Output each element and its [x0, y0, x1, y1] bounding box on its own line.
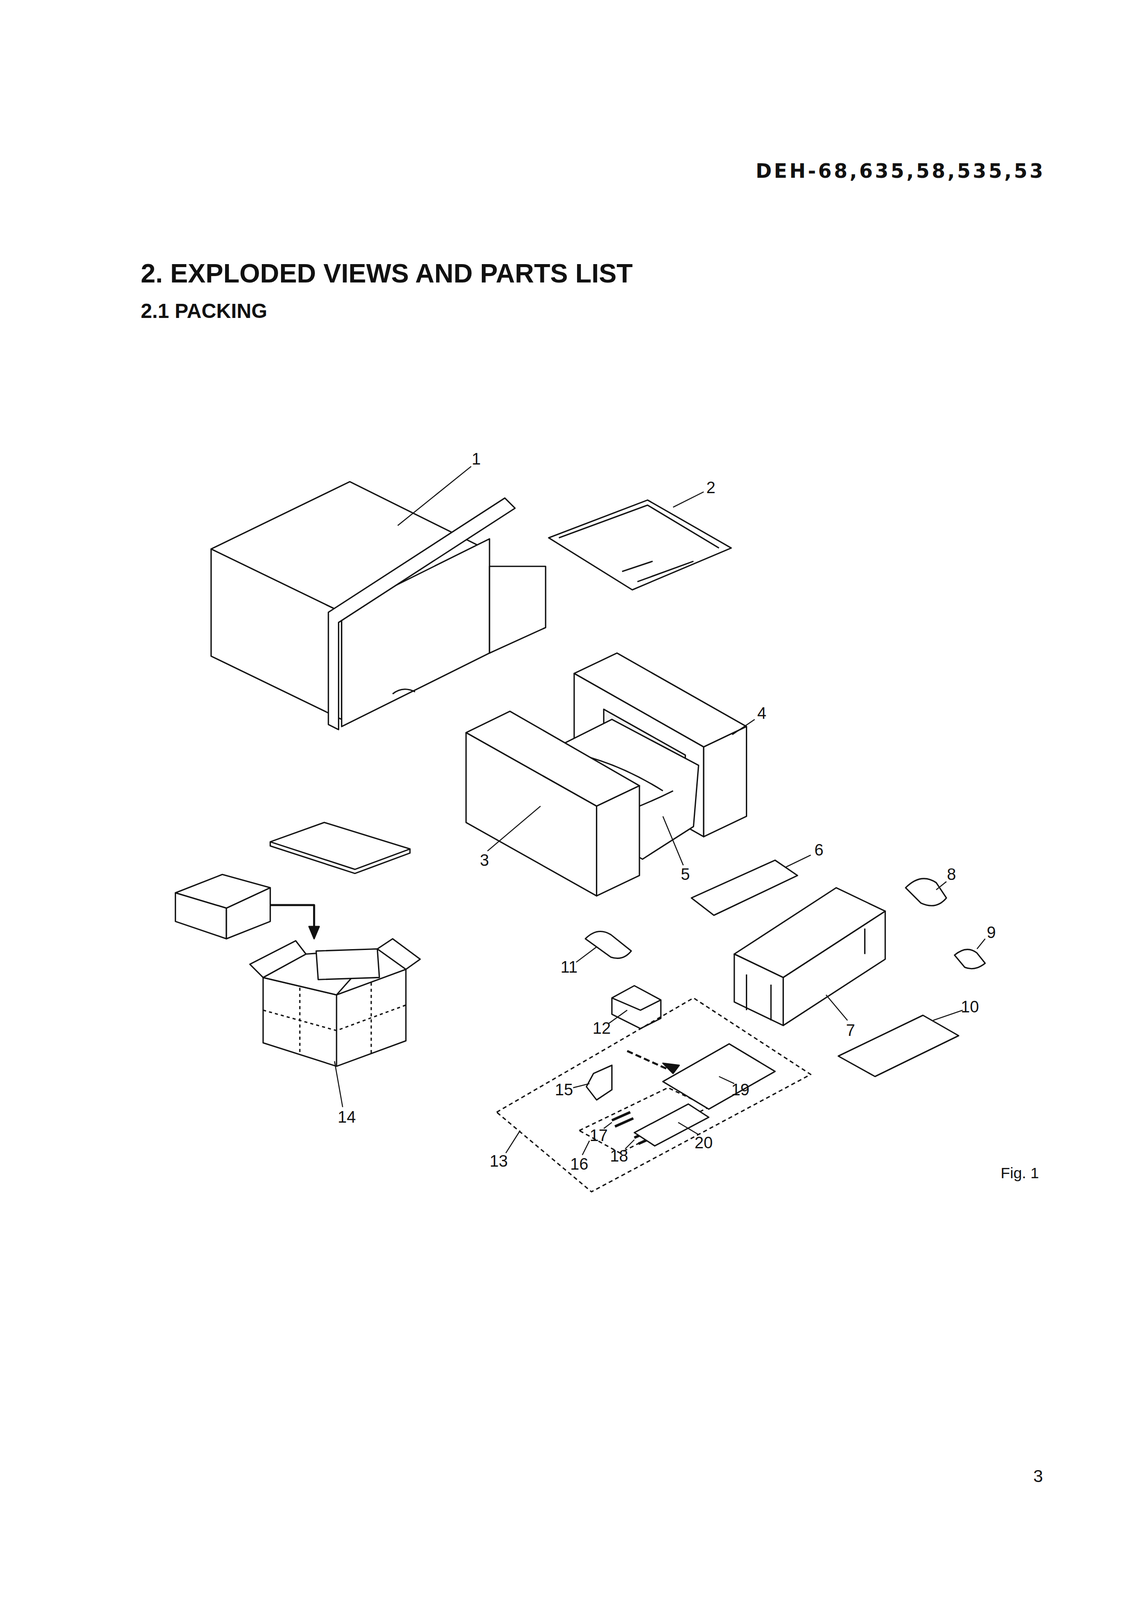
insert-arrow — [270, 904, 315, 929]
box-flap — [377, 938, 420, 970]
box-flap — [249, 940, 306, 977]
leader-lines — [334, 466, 986, 1155]
callout-number: 10 — [960, 997, 979, 1016]
arrow-head — [308, 926, 320, 939]
dashed-arrow — [627, 1050, 668, 1069]
callout-number: 2 — [706, 478, 716, 497]
callout-number: 20 — [694, 1133, 713, 1152]
callout-number: 8 — [947, 865, 957, 883]
carton-front — [211, 548, 342, 720]
callout-number: 3 — [479, 850, 489, 869]
foam-side — [703, 726, 747, 837]
figure-caption: Fig. 1 — [1000, 1164, 1040, 1182]
callout-number: 5 — [680, 865, 690, 883]
callout-number: 9 — [986, 923, 996, 942]
booklet-edge — [270, 841, 411, 874]
callout-number: 15 — [554, 1080, 573, 1099]
bag — [691, 859, 798, 915]
arrow-head — [662, 1062, 680, 1074]
foam-front — [466, 732, 597, 896]
tray-edge — [611, 997, 661, 1010]
bag — [838, 1014, 959, 1077]
booklet — [270, 822, 411, 870]
bag-gloss — [621, 560, 694, 582]
callout-number: 17 — [589, 1126, 608, 1144]
box-fold — [263, 982, 406, 1055]
small-bag — [905, 878, 947, 906]
long-box-end — [734, 953, 784, 1025]
envelope — [662, 1043, 776, 1109]
callout-number: 18 — [609, 1146, 628, 1165]
box-divider — [316, 948, 380, 980]
small-bag — [954, 949, 986, 969]
long-box-leg — [746, 928, 866, 1021]
model-header: DEH-68,635,58,535,53 — [755, 160, 1046, 182]
callout-number: 6 — [814, 840, 824, 859]
callout-number: 19 — [731, 1080, 750, 1099]
bag-seal — [558, 504, 719, 548]
foam-side — [596, 785, 640, 896]
section-title: 2. EXPLODED VIEWS AND PARTS LIST — [140, 258, 633, 288]
small-box-front — [175, 892, 227, 939]
callout-number: 7 — [845, 1020, 855, 1039]
callout-number: 11 — [560, 957, 578, 976]
long-box-side — [783, 910, 886, 1025]
bracket — [586, 1064, 613, 1100]
small-box-side — [226, 887, 271, 939]
carton-flap — [489, 566, 546, 653]
group-outline — [496, 997, 811, 1192]
callout-number: 4 — [757, 703, 767, 722]
callout-number: 14 — [337, 1107, 356, 1126]
callout-number: 12 — [592, 1018, 611, 1037]
bag — [548, 499, 731, 590]
callout-number: 13 — [489, 1151, 508, 1170]
callout-number: 16 — [570, 1154, 589, 1173]
carton-notch — [392, 689, 416, 694]
subsection-title: 2.1 PACKING — [140, 299, 267, 323]
small-bag — [585, 930, 631, 958]
callout-number: 1 — [471, 449, 481, 468]
carton-lid — [328, 497, 516, 730]
page-number: 3 — [1033, 1466, 1044, 1486]
tray — [611, 985, 661, 1029]
